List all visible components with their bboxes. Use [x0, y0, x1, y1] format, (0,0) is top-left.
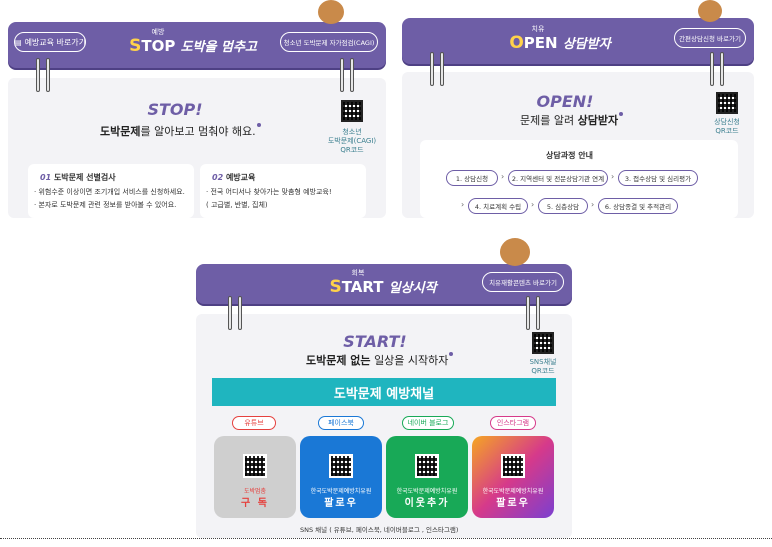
binder-ring-icon — [340, 58, 344, 92]
recovery-content-button[interactable]: 치유재활콘텐츠 바로가기 — [482, 272, 564, 292]
sns-qr-code[interactable] — [532, 332, 554, 354]
youtube-qr-code[interactable] — [243, 454, 267, 478]
prevention-channel-banner: 도박문제 예방채널 — [212, 378, 556, 406]
chevron-right-icon: › — [531, 200, 535, 209]
screening-box — [28, 164, 194, 218]
youtube-channel-name: 도박멈춤 — [243, 488, 267, 495]
process-step: 2. 지역센터 및 전문상담기관 연계 — [508, 170, 608, 186]
start-title: START 일상시작 — [329, 277, 437, 297]
chevron-right-icon: › — [591, 200, 595, 209]
education-title: 02 예방교육 — [212, 173, 256, 182]
screening-title: 01 도박문제 선별검사 — [40, 173, 116, 182]
naver-blog-label: 네이버 블로그 — [402, 416, 454, 430]
counsel-qr-code[interactable] — [716, 92, 738, 114]
youtube-subscribe[interactable]: 구 독 — [241, 498, 269, 509]
process-title: 상담과정 안내 — [546, 151, 593, 160]
start-heading: START! — [343, 332, 407, 351]
process-step: 5. 심층상담 — [538, 198, 588, 214]
process-step: 6. 상담종결 및 추적관리 — [598, 198, 678, 214]
mascot-icon — [698, 0, 722, 22]
binder-ring-icon — [526, 296, 530, 330]
chevron-right-icon: › — [501, 172, 505, 181]
sns-qr-caption: SNS채널 QR코드 — [529, 358, 557, 375]
process-step: 1. 상담신청 — [446, 170, 498, 186]
open-heading: OPEN! — [536, 92, 594, 111]
binder-ring-icon — [440, 52, 444, 86]
cagi-qr-code[interactable] — [341, 100, 363, 122]
divider — [0, 538, 772, 539]
naver-blog-qr-code[interactable] — [415, 454, 439, 478]
open-title: OPEN 상담받자 — [509, 33, 611, 53]
mascot-megaphone-icon — [500, 238, 530, 266]
sns-footnote: SNS 채널 ( 유튜브, 페이스북, 네이버블로그 , 인스타그램) — [300, 526, 459, 534]
cagi-self-check-button[interactable]: 청소년 도박문제 자가점검(CAGI) — [280, 32, 378, 52]
cagi-qr-caption: 청소년 도박문제(CAGI) QR코드 — [327, 128, 377, 154]
facebook-follow[interactable]: 팔로우 — [324, 498, 358, 509]
binder-ring-icon — [430, 52, 434, 86]
binder-ring-icon — [720, 52, 724, 86]
quick-counsel-apply-button[interactable]: 간편상담신청 바로가기 — [674, 28, 746, 48]
stop-subtitle: 도박문제를 알아보고 멈춰야 해요. — [100, 123, 261, 139]
process-step: 4. 치료계획 수립 — [468, 198, 528, 214]
prevention-education-button[interactable]: ▤ 예방교육 바로가기 — [14, 32, 86, 52]
facebook-label: 페이스북 — [318, 416, 364, 430]
stop-title: STOP 도박을 멈추고 — [129, 36, 257, 56]
start-subtitle: 도박문제 없는 일상을 시작하자 — [306, 352, 454, 368]
stop-header — [8, 22, 386, 68]
instagram-label: 인스타그램 — [490, 416, 536, 430]
stop-heading: STOP! — [147, 100, 203, 119]
screening-text: · 위험수준 이상이면 조기개입 서비스를 신청하세요. · 본자로 도박문제 … — [34, 188, 185, 209]
instagram-follow[interactable]: 팔로우 — [496, 498, 530, 509]
document-icon: ▤ — [14, 37, 22, 47]
binder-ring-icon — [710, 52, 714, 86]
facebook-channel-name: 한국도박문제예방치유원 — [310, 488, 372, 495]
binder-ring-icon — [36, 58, 40, 92]
youtube-label: 유튜브 — [232, 416, 276, 430]
binder-ring-icon — [536, 296, 540, 330]
instagram-qr-code[interactable] — [501, 454, 525, 478]
naver-blog-channel-name: 한국도박문제예방치유원 — [396, 488, 458, 495]
binder-ring-icon — [46, 58, 50, 92]
facebook-qr-code[interactable] — [329, 454, 353, 478]
counsel-qr-caption: 상담신청 QR코드 — [714, 118, 740, 135]
open-small-label: 치유 — [531, 25, 545, 33]
process-step: 3. 접수상담 및 심리평가 — [618, 170, 698, 186]
binder-ring-icon — [228, 296, 232, 330]
binder-ring-icon — [350, 58, 354, 92]
start-header — [196, 264, 572, 304]
education-text: · 전국 어디서나 찾아가는 맞춤형 예방교육! ( 고급별, 반별, 집체) — [206, 188, 332, 209]
binder-ring-icon — [238, 296, 242, 330]
mascot-icon — [318, 0, 344, 24]
chevron-right-icon: › — [611, 172, 615, 181]
instagram-channel-name: 한국도박문제예방치유원 — [482, 488, 544, 495]
naver-blog-add-neighbor[interactable]: 이웃추가 — [404, 498, 450, 509]
stop-small-label: 예방 — [151, 28, 165, 36]
education-box — [200, 164, 366, 218]
start-small-label: 회복 — [351, 269, 365, 277]
open-header — [402, 18, 754, 64]
open-subtitle: 문제를 알려 상담받자 — [520, 112, 624, 128]
chevron-right-icon: › — [461, 200, 465, 209]
